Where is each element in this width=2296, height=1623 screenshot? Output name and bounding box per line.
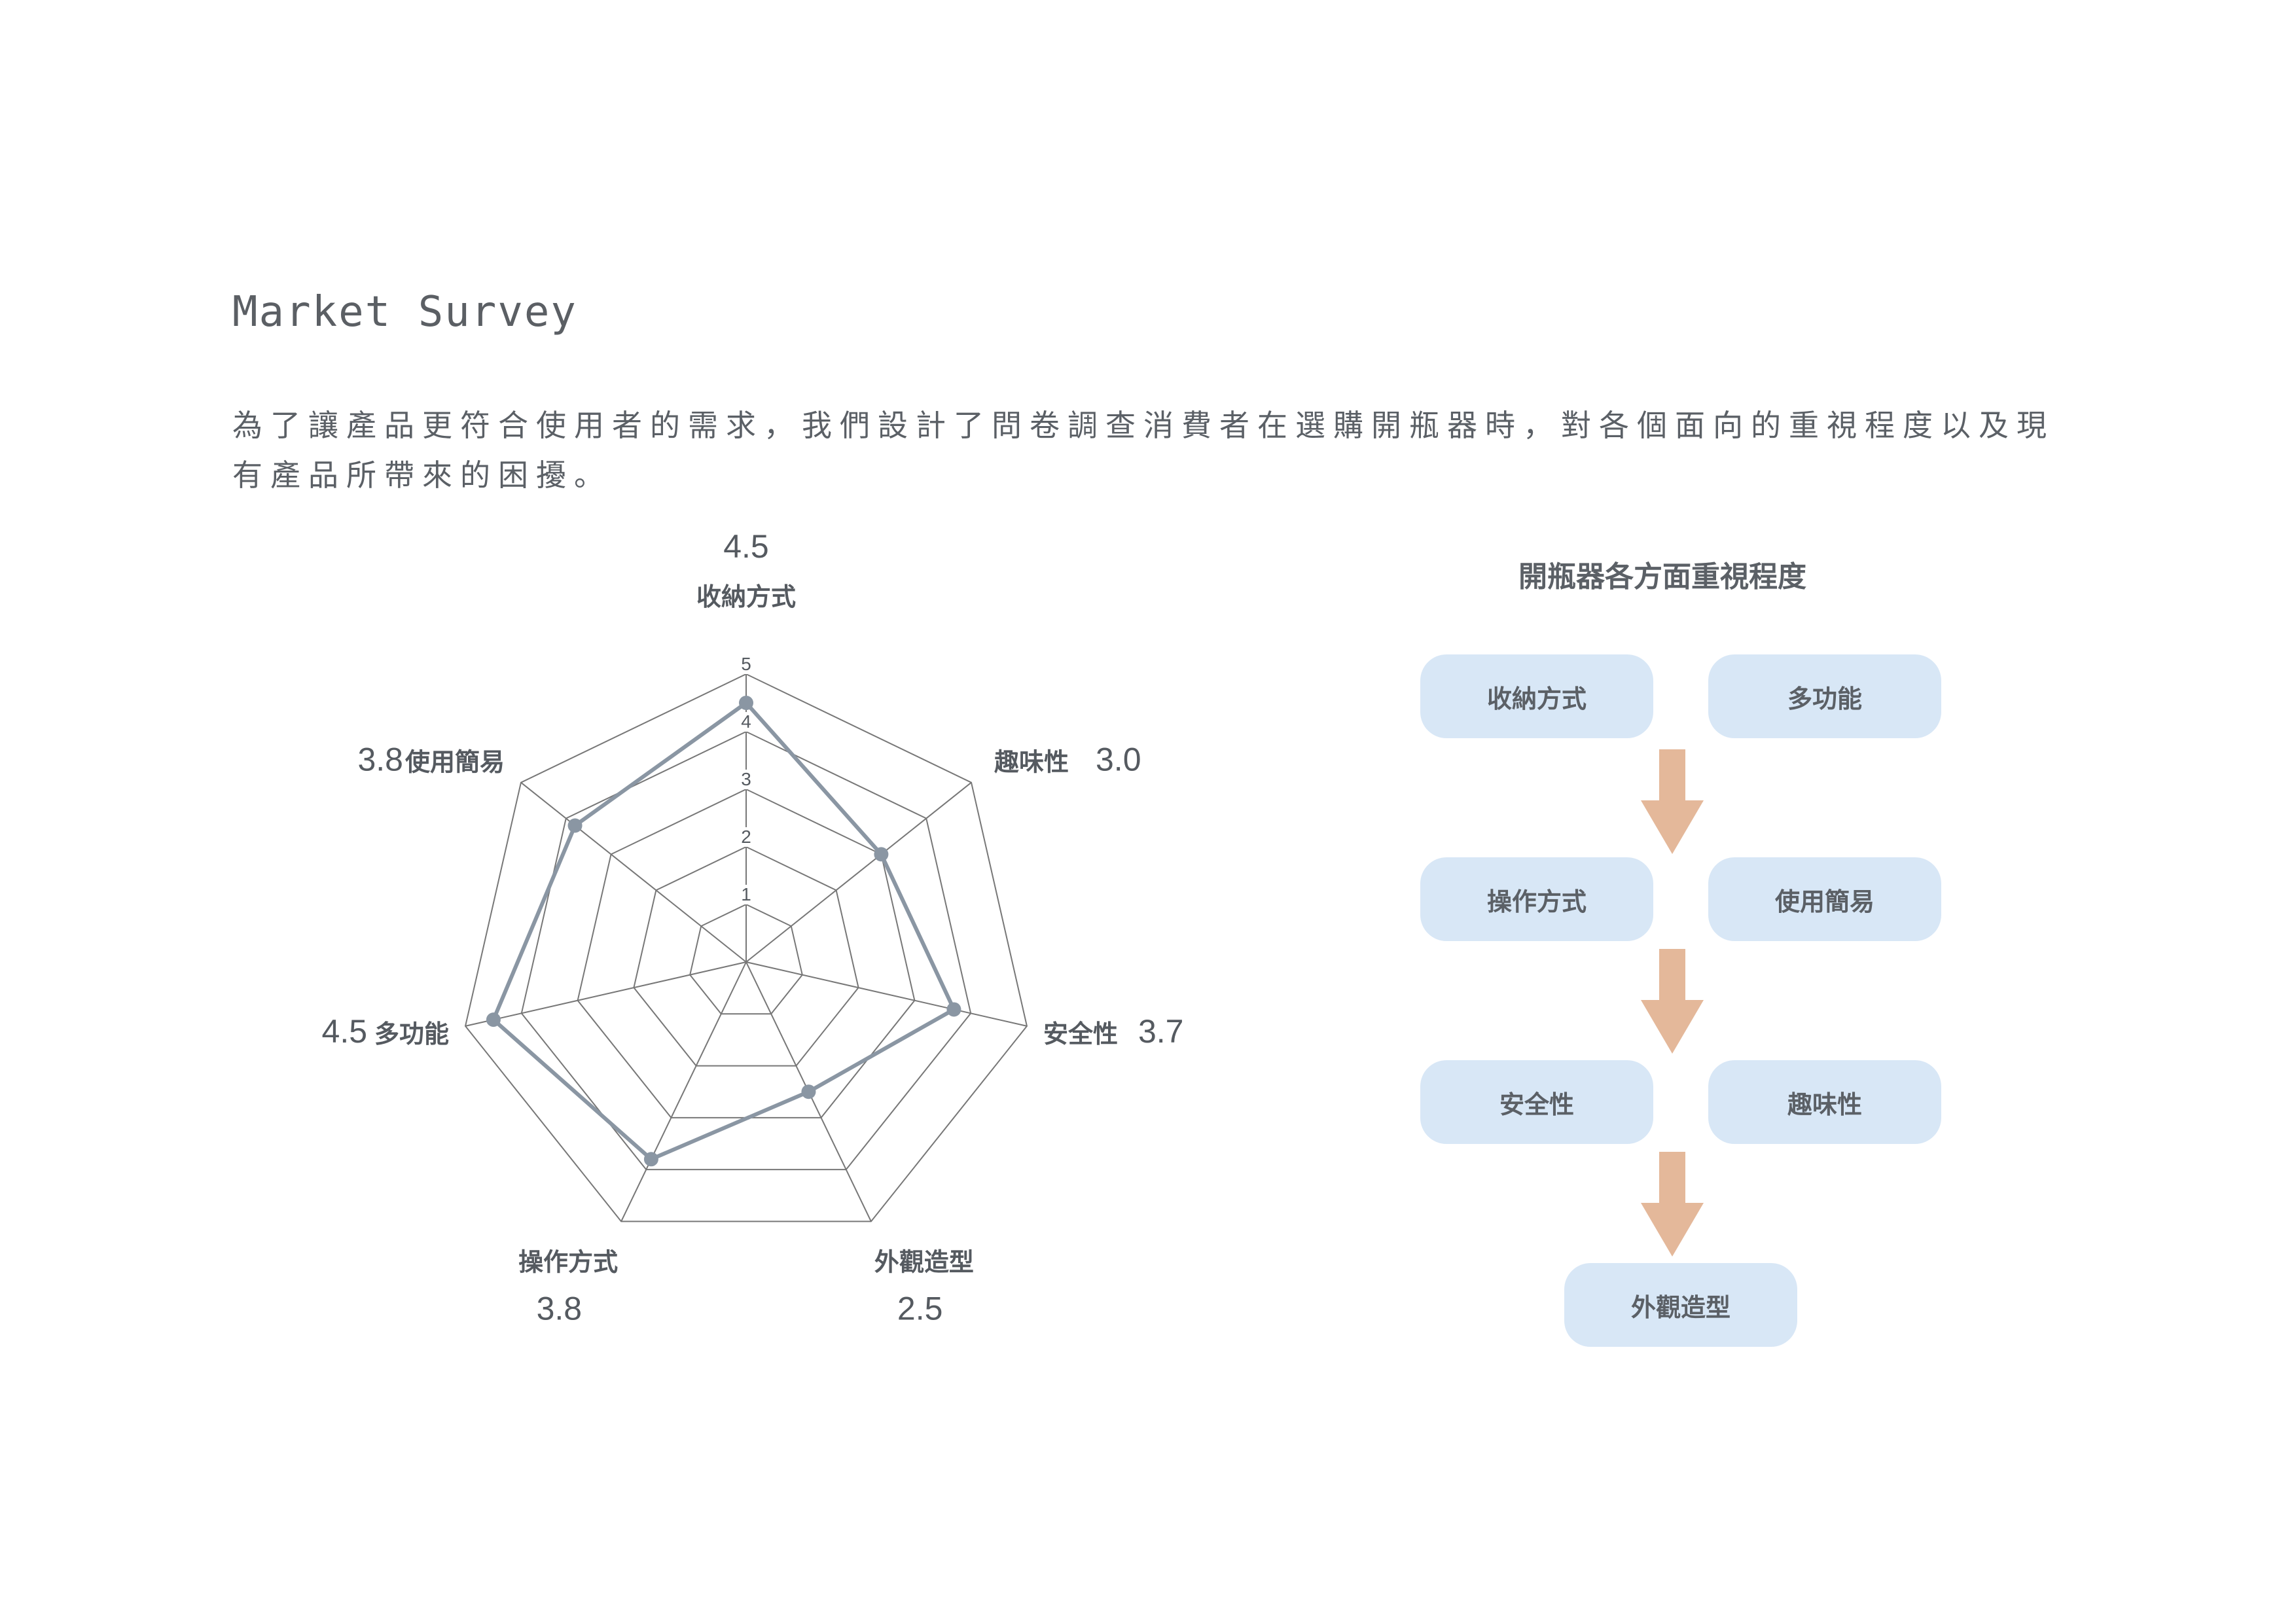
radar-tick-label-3: 3 [741, 769, 751, 789]
radar-value-label-5: 3.8 [537, 1290, 583, 1327]
page-title: Market Survey [232, 288, 577, 336]
radar-tick-bg-2 [737, 827, 755, 847]
radar-value-label-3: 3.7 [1138, 1013, 1184, 1050]
radar-category-label-7: 使用簡易 [405, 748, 505, 777]
radar-point-7 [567, 818, 583, 833]
radar-tick-label-5: 5 [741, 654, 751, 674]
radar-point-2 [874, 847, 889, 862]
radar-value-label-2: 3.0 [1096, 741, 1141, 778]
radar-spoke-5 [620, 961, 747, 1222]
radar-grid-ring-5 [464, 673, 1028, 1222]
flow-arrow-3 [1641, 1152, 1704, 1257]
flow-pill-appearance: 外觀造型 [1564, 1263, 1797, 1347]
radar-grid-ring-1 [689, 903, 803, 1015]
radar-value-label-7: 3.8 [357, 741, 403, 778]
radar-tick-bg-3 [737, 770, 755, 789]
intro-line-1: 為了讓產品更符合使用者的需求，我們設計了問卷調查消費者在選購開瓶器時，對各個面向… [232, 408, 2054, 443]
flow-arrow-2 [1641, 949, 1704, 1054]
radar-value-label-4: 2.5 [897, 1290, 943, 1327]
radar-spoke-6 [465, 961, 747, 1027]
flow-pill-storage: 收納方式 [1420, 654, 1653, 738]
radar-series-line [491, 701, 956, 1162]
radar-value-label-6: 4.5 [322, 1013, 368, 1050]
flow-title: 開瓶器各方面重視程度 [1518, 560, 1806, 594]
radar-grid-ring-2 [633, 846, 859, 1067]
radar-point-3 [946, 1002, 961, 1017]
intro-line-2: 有產品所帶來的困擾。 [232, 457, 612, 493]
radar-tick-label-4: 4 [741, 711, 751, 732]
radar-point-5 [643, 1152, 658, 1167]
flow-pill-fun: 趣味性 [1708, 1060, 1941, 1144]
radar-tick-label-1: 1 [741, 884, 751, 904]
radar-category-label-2: 趣味性 [994, 748, 1069, 777]
radar-point-6 [486, 1012, 501, 1027]
radar-point-4 [801, 1084, 816, 1099]
radar-category-label-1: 收納方式 [696, 582, 796, 611]
flow-pill-multifunction: 多功能 [1708, 654, 1941, 738]
flow-pill-safety: 安全性 [1420, 1060, 1653, 1144]
radar-tick-label-2: 2 [741, 827, 751, 847]
flow-pill-operation: 操作方式 [1420, 857, 1653, 941]
radar-point-1 [739, 696, 753, 710]
radar-tick-bg-1 [737, 885, 755, 904]
radar-category-label-5: 操作方式 [518, 1247, 618, 1276]
radar-tick-bg-4 [737, 712, 755, 732]
flow-arrow-1 [1641, 749, 1704, 854]
radar-spoke-2 [745, 781, 972, 963]
radar-category-label-6: 多功能 [374, 1020, 449, 1048]
radar-spoke-7 [520, 781, 747, 963]
flow-pill-ease-of-use: 使用簡易 [1708, 857, 1941, 941]
radar-grid-ring-4 [520, 730, 972, 1171]
radar-chart: 1 2 3 4 5 收納方式 4.5 趣味性 3.0 安全性 3.7 外觀造型 2.5 操作方式 3.8 多功… [322, 528, 1184, 1327]
intro-paragraph: 為了讓產品更符合使用者的需求，我們設計了問卷調查消費者在選購開瓶器時，對各個面向… [232, 401, 2091, 500]
radar-category-label-4: 外觀造型 [874, 1247, 974, 1276]
radar-tick-bg-5 [737, 654, 755, 674]
radar-value-label-1: 4.5 [723, 528, 769, 565]
radar-category-label-3: 安全性 [1043, 1020, 1118, 1048]
radar-spoke-3 [745, 961, 1028, 1027]
